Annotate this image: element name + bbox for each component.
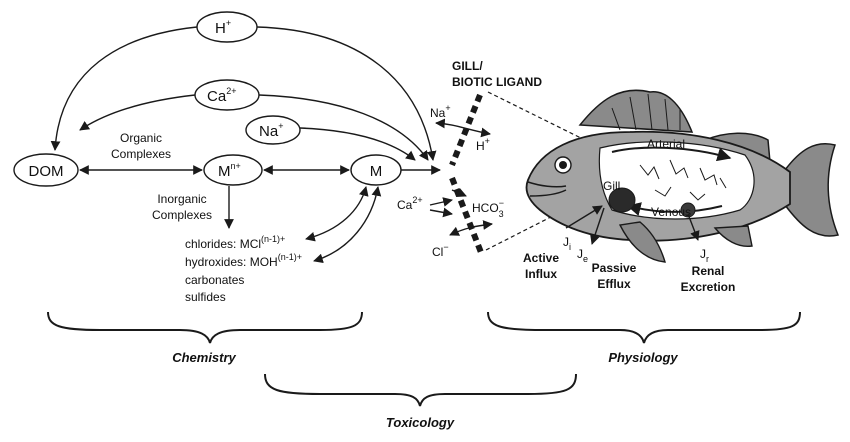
ca-to-gill-arrow [258, 94, 429, 161]
passive-efflux-arrow [590, 207, 605, 245]
svg-text:Na+: Na+ [259, 121, 283, 140]
ca-to-dom-arrow [79, 94, 196, 131]
h-to-dom-arrow [50, 26, 198, 151]
svg-text:Jr: Jr [700, 247, 709, 264]
svg-text:Excretion: Excretion [681, 280, 736, 294]
gill-title: GILL/ BIOTIC LIGAND [452, 59, 542, 89]
dom-node: DOM [13, 153, 79, 187]
species-list: chlorides: MCl(n-1)+ hydroxides: MOH(n-1… [185, 234, 302, 304]
svg-text:Passive: Passive [592, 261, 637, 275]
svg-text:Mn+: Mn+ [218, 161, 241, 180]
svg-text:Na+: Na+ [430, 103, 451, 120]
passive-efflux-label: Je Passive Efflux [577, 247, 637, 291]
h-to-gill-arrow [256, 26, 437, 161]
svg-text:M: M [370, 163, 383, 180]
organic-complexes-label: Organic Complexes [111, 131, 171, 161]
h-plus-node: H+ [196, 11, 258, 43]
svg-text:Efflux: Efflux [597, 277, 631, 291]
svg-text:carbonates: carbonates [185, 273, 244, 287]
calcium-node: Ca2+ [194, 79, 260, 111]
svg-text:DOM: DOM [29, 163, 64, 180]
inorganic-complexes-label: Inorganic Complexes [152, 192, 212, 222]
svg-text:Je: Je [577, 247, 588, 264]
renal-excretion-arrow [687, 213, 700, 241]
toxicology-brace [264, 373, 577, 407]
gill-connector-top [487, 91, 596, 146]
svg-text:Venous: Venous [651, 205, 691, 219]
chemistry-label: Chemistry [172, 350, 236, 365]
svg-text:HCO3−: HCO3− [472, 198, 504, 219]
m-hydroxide-arrow [313, 186, 382, 264]
fish-illustration: Gill Arterial Venous [525, 89, 840, 263]
svg-text:Arterial: Arterial [647, 137, 685, 151]
svg-text:H+: H+ [215, 18, 231, 37]
physiology-label: Physiology [608, 350, 678, 365]
svg-text:Renal: Renal [692, 264, 725, 278]
svg-text:Gill: Gill [603, 179, 620, 193]
renal-excretion-label: Jr Renal Excretion [681, 247, 736, 294]
svg-text:chlorides: MCl(n-1)+: chlorides: MCl(n-1)+ [185, 234, 285, 251]
na-to-gill-arrow [299, 127, 416, 161]
svg-text:Complexes: Complexes [111, 147, 171, 161]
svg-text:Active: Active [523, 251, 559, 265]
svg-text:sulfides: sulfides [185, 290, 226, 304]
svg-text:H+: H+ [476, 136, 490, 153]
active-influx-arrow [565, 205, 603, 229]
ca-hco3-cl-exchange: Ca2+ HCO3− Cl− [397, 188, 504, 259]
svg-text:Cl−: Cl− [432, 242, 449, 259]
active-influx-label: Ji Active Influx [523, 235, 571, 281]
physiology-brace [487, 311, 801, 344]
svg-text:Influx: Influx [525, 267, 557, 281]
svg-text:Ca2+: Ca2+ [397, 195, 423, 212]
metal-node: M [350, 154, 402, 186]
svg-text:Ji: Ji [563, 235, 571, 252]
m-chloride-arrow [305, 186, 369, 242]
svg-text:BIOTIC LIGAND: BIOTIC LIGAND [452, 75, 542, 89]
metal-ion-node: Mn+ [203, 154, 263, 186]
gill-membrane [449, 93, 485, 257]
svg-text:hydroxides: MOH(n-1)+: hydroxides: MOH(n-1)+ [185, 252, 302, 269]
svg-text:Organic: Organic [120, 131, 162, 145]
sodium-node: Na+ [245, 115, 301, 145]
chemistry-brace [47, 311, 363, 344]
svg-text:GILL/: GILL/ [452, 59, 483, 73]
svg-text:Complexes: Complexes [152, 208, 212, 222]
na-h-exchange: Na+ H+ [430, 103, 491, 153]
svg-text:Inorganic: Inorganic [157, 192, 206, 206]
svg-text:Ca2+: Ca2+ [207, 86, 236, 105]
toxicology-label: Toxicology [386, 415, 455, 430]
